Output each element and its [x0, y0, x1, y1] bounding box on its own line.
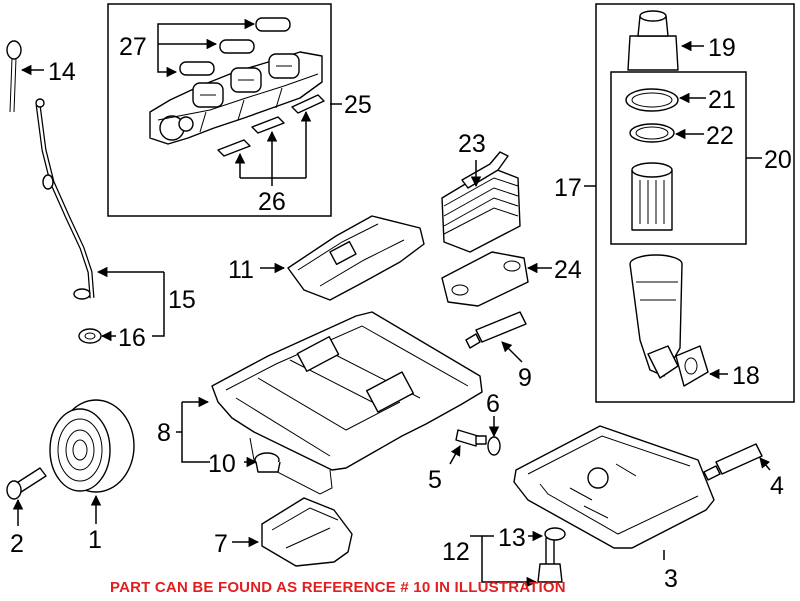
callout-14: 14: [48, 58, 76, 86]
oil-baffle: [287, 215, 425, 301]
callout-3: 3: [664, 565, 678, 593]
lower-oil-pan: [513, 425, 715, 549]
callout-16: 16: [118, 324, 146, 352]
upper-oil-pan: [211, 311, 483, 495]
filter-element: [631, 162, 673, 231]
callout-labels: 27 25 26 14 15 16 11 23 24 9 8 10 6 5 1 …: [10, 33, 792, 593]
sensor-bolt-12: [537, 537, 563, 583]
seal-ring-21: [625, 88, 679, 112]
callout-8: 8: [157, 419, 171, 447]
oil-level-sensor: [254, 452, 281, 473]
callout-11: 11: [228, 256, 254, 284]
intake-manifold-group-box: [107, 3, 332, 217]
callout-2: 2: [10, 530, 24, 558]
callout-22: 22: [706, 122, 734, 150]
oil-filter-housing-group-box: [595, 3, 795, 403]
callout-9: 9: [518, 364, 532, 392]
sealant-tube-4: [703, 443, 763, 481]
callout-26: 26: [258, 188, 286, 216]
callout-25: 25: [344, 91, 372, 119]
pulley-bolt: [6, 467, 47, 500]
callout-21: 21: [708, 86, 736, 114]
manifold-gaskets-lower: [217, 94, 325, 157]
callout-5: 5: [428, 466, 442, 494]
callout-17: 17: [554, 174, 582, 202]
callout-12: 12: [442, 538, 470, 566]
sealant-tube-9: [465, 311, 527, 349]
callout-20: 20: [764, 146, 792, 174]
callout-24: 24: [554, 256, 582, 284]
callout-1: 1: [88, 526, 102, 554]
dipstick: [6, 40, 22, 113]
callout-27: 27: [119, 33, 147, 61]
crankshaft-pulley: [49, 399, 135, 493]
windage-tray: [261, 497, 353, 567]
seal-ring-22: [629, 123, 675, 143]
o-ring-16: [78, 328, 102, 344]
callout-7: 7: [214, 530, 228, 558]
callout-15: 15: [168, 286, 196, 314]
oil-cooler: [441, 151, 521, 253]
filter-housing: [629, 254, 683, 379]
leader-lines: [12, 18, 771, 588]
reference-note: PART CAN BE FOUND AS REFERENCE # 10 IN I…: [110, 579, 566, 596]
callout-10: 10: [208, 450, 236, 478]
callout-23: 23: [458, 130, 486, 158]
filter-cap: [627, 10, 679, 71]
washer-13: [544, 527, 566, 541]
callout-6: 6: [486, 390, 500, 418]
drain-plug: [455, 429, 487, 447]
housing-gasket-18: [675, 345, 709, 387]
callout-13: 13: [498, 524, 526, 552]
callout-19: 19: [708, 34, 736, 62]
callout-18: 18: [732, 362, 760, 390]
callout-4: 4: [770, 472, 784, 500]
drain-plug-seal: [487, 436, 501, 456]
intake-manifold: [149, 51, 323, 145]
dipstick-tube: [35, 98, 95, 300]
manifold-gaskets-upper: [179, 17, 291, 76]
oil-cooler-gasket: [441, 251, 529, 307]
